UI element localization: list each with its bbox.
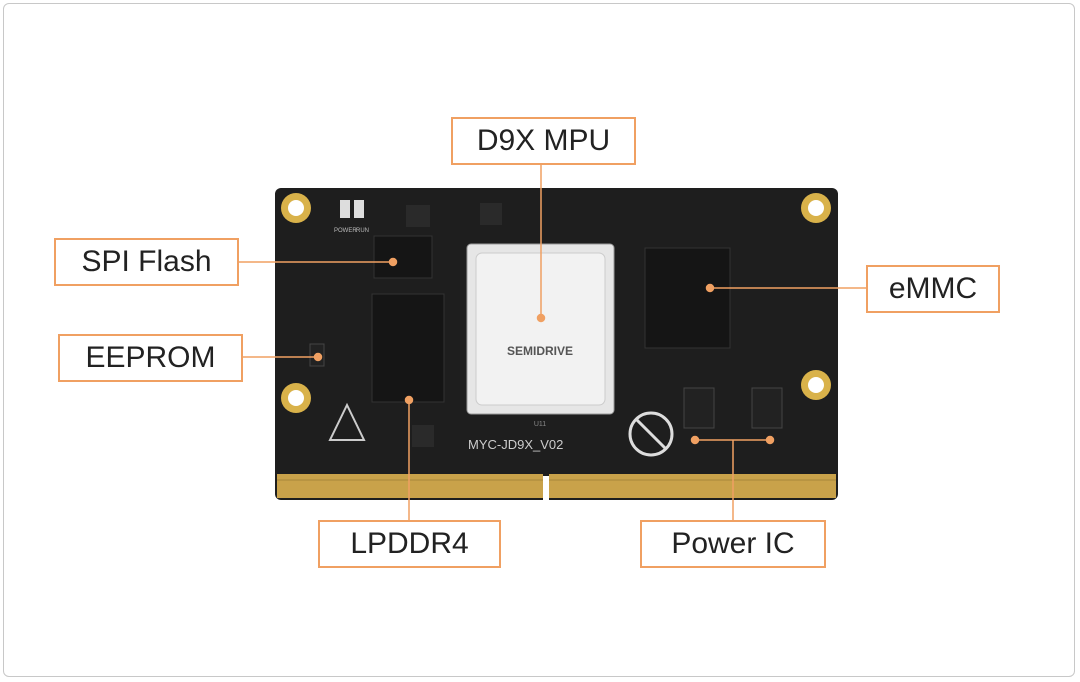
callout-d9x-mpu: D9X MPU: [451, 117, 636, 165]
leader-lines: [239, 165, 866, 520]
power-ic-2: [751, 387, 783, 429]
mpu-ref-text: U11: [534, 421, 546, 428]
callout-eeprom: EEPROM: [58, 334, 243, 382]
emmc-chip: [644, 247, 731, 349]
callout-lpddr4: LPDDR4: [318, 520, 501, 568]
lead-free-icon: [628, 411, 674, 457]
callout-spi-flash: SPI Flash: [54, 238, 239, 286]
power-ic-1: [683, 387, 715, 429]
spi-flash-chip: [373, 235, 433, 279]
silkscreen-label: MYC-JD9X_V02: [468, 437, 563, 452]
esd-triangle-icon: [328, 402, 366, 441]
lpddr4-chip: [371, 293, 445, 403]
image-frame: [3, 3, 1075, 677]
mpu-brand-text: SEMIDRIVE: [507, 344, 573, 358]
led-power-text: POWER: [334, 228, 357, 234]
callout-emmc: eMMC: [866, 265, 1000, 313]
chips: [309, 200, 783, 447]
mounting-holes: [281, 193, 831, 413]
callout-power-ic: Power IC: [640, 520, 826, 568]
led-run-text: RUN: [356, 228, 369, 234]
